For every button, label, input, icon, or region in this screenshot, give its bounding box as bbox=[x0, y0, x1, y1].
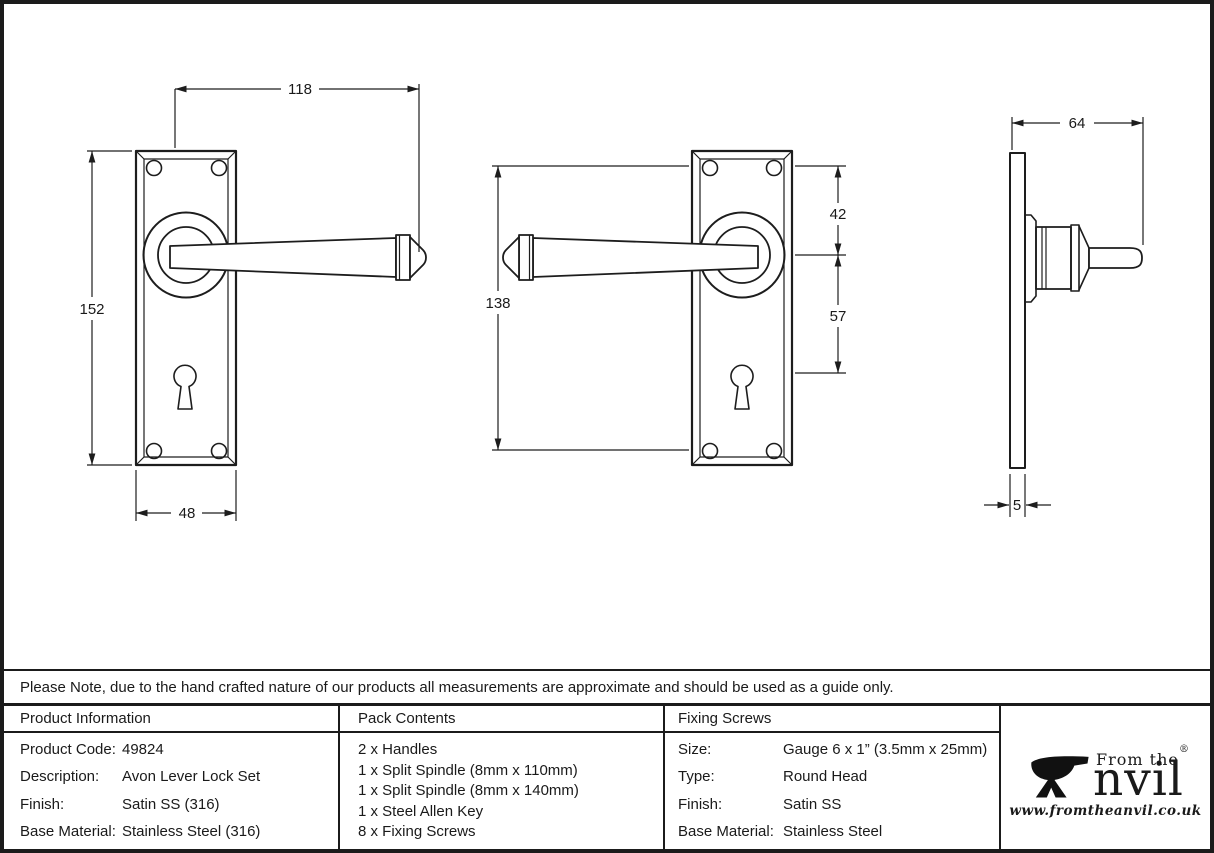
product-information-table: Product Code: 49824 Description: Avon Le… bbox=[4, 733, 340, 849]
field-value: Round Head bbox=[783, 768, 868, 786]
field-value: Gauge 6 x 1” (3.5mm x 25mm) bbox=[783, 741, 988, 758]
logo-tagline: From the bbox=[1096, 750, 1179, 769]
field-value: Stainless Steel bbox=[783, 822, 883, 840]
field-value: Satin SS bbox=[783, 795, 842, 813]
field-label: Finish: bbox=[678, 795, 723, 813]
field-label: Type: bbox=[678, 768, 715, 786]
brand-logo: From the ® nvil www.fromtheanvil.co.uk bbox=[1001, 706, 1210, 849]
anvil-logo-icon bbox=[1031, 756, 1089, 798]
lever-arm-side bbox=[1088, 247, 1143, 269]
pack-item: 1 x Steel Allen Key bbox=[358, 802, 484, 820]
note-text: Please Note, due to the hand crafted nat… bbox=[20, 678, 894, 696]
pack-contents-header: Pack Contents bbox=[340, 706, 665, 733]
logo-wordmark: nvil bbox=[1093, 752, 1184, 807]
side-view: 64 5 bbox=[984, 112, 1144, 517]
keyhole bbox=[173, 364, 197, 410]
pack-item: 2 x Handles bbox=[358, 741, 438, 758]
spindle-boss bbox=[1035, 226, 1072, 290]
screw-hole bbox=[210, 159, 228, 177]
dim-label-42: 42 bbox=[830, 206, 847, 223]
screw-hole bbox=[701, 442, 719, 460]
dim-label-118: 118 bbox=[288, 81, 312, 98]
screw-hole bbox=[765, 442, 783, 460]
dim-label-5: 5 bbox=[1013, 497, 1021, 514]
lever-cone-side bbox=[1078, 225, 1090, 291]
screw-hole bbox=[765, 159, 783, 177]
dim-label-138: 138 bbox=[485, 295, 510, 312]
field-label: Product Code: bbox=[20, 741, 116, 758]
dim-label-152: 152 bbox=[79, 301, 104, 318]
field-value: Satin SS (316) bbox=[122, 795, 220, 813]
screw-hole bbox=[145, 442, 163, 460]
technical-drawing-area: 118 152 48 bbox=[4, 4, 1210, 669]
field-value: Avon Lever Lock Set bbox=[122, 768, 261, 786]
pack-item: 1 x Split Spindle (8mm x 110mm) bbox=[358, 761, 578, 779]
field-label: Base Material: bbox=[20, 822, 116, 840]
product-information-header: Product Information bbox=[4, 706, 340, 733]
info-tables: Product Information Pack Contents Fixing… bbox=[4, 703, 1210, 849]
screw-hole bbox=[145, 159, 163, 177]
dim-label-57: 57 bbox=[830, 308, 847, 325]
field-value: Stainless Steel (316) bbox=[122, 822, 261, 840]
lever-handle bbox=[502, 234, 759, 281]
fixing-screws-header: Fixing Screws bbox=[665, 706, 1001, 733]
field-label: Finish: bbox=[20, 795, 65, 813]
pack-item: 1 x Split Spindle (8mm x 140mm) bbox=[358, 782, 579, 799]
field-label: Description: bbox=[20, 768, 100, 786]
fixing-screws-table: Size: Gauge 6 x 1” (3.5mm x 25mm) Type: … bbox=[665, 733, 1001, 849]
pack-contents-list: 2 x Handles 1 x Split Spindle (8mm x 110… bbox=[340, 733, 665, 849]
screw-hole bbox=[701, 159, 719, 177]
dimensions-left bbox=[74, 78, 420, 524]
screw-hole bbox=[210, 442, 228, 460]
lever-handle bbox=[169, 234, 427, 281]
dim-label-64: 64 bbox=[1069, 115, 1086, 132]
dimensions-side bbox=[984, 112, 1144, 517]
front-view-right: 138 42 57 bbox=[477, 149, 854, 467]
backplate-bevel bbox=[699, 158, 785, 458]
rose-side bbox=[1025, 214, 1037, 303]
dimensions-right bbox=[477, 165, 854, 451]
keyhole bbox=[730, 364, 754, 410]
measurement-note: Please Note, due to the hand crafted nat… bbox=[4, 669, 1210, 703]
lever-collar-side bbox=[1070, 224, 1080, 292]
field-label: Size: bbox=[678, 741, 712, 758]
backplate-side bbox=[1009, 152, 1026, 469]
technical-drawing-svg: 118 152 48 bbox=[74, 78, 1144, 524]
registered-trademark: ® bbox=[1179, 744, 1189, 755]
website-url: www.fromtheanvil.co.uk bbox=[1009, 803, 1202, 819]
field-label: Base Material: bbox=[678, 822, 774, 840]
field-value: 49824 bbox=[122, 741, 164, 758]
dim-label-48: 48 bbox=[179, 505, 196, 522]
backplate bbox=[690, 149, 794, 467]
backplate-bevel bbox=[143, 158, 229, 458]
front-view-left: 118 152 48 bbox=[74, 78, 427, 524]
backplate bbox=[134, 149, 238, 467]
pack-item: 8 x Fixing Screws bbox=[358, 823, 476, 840]
